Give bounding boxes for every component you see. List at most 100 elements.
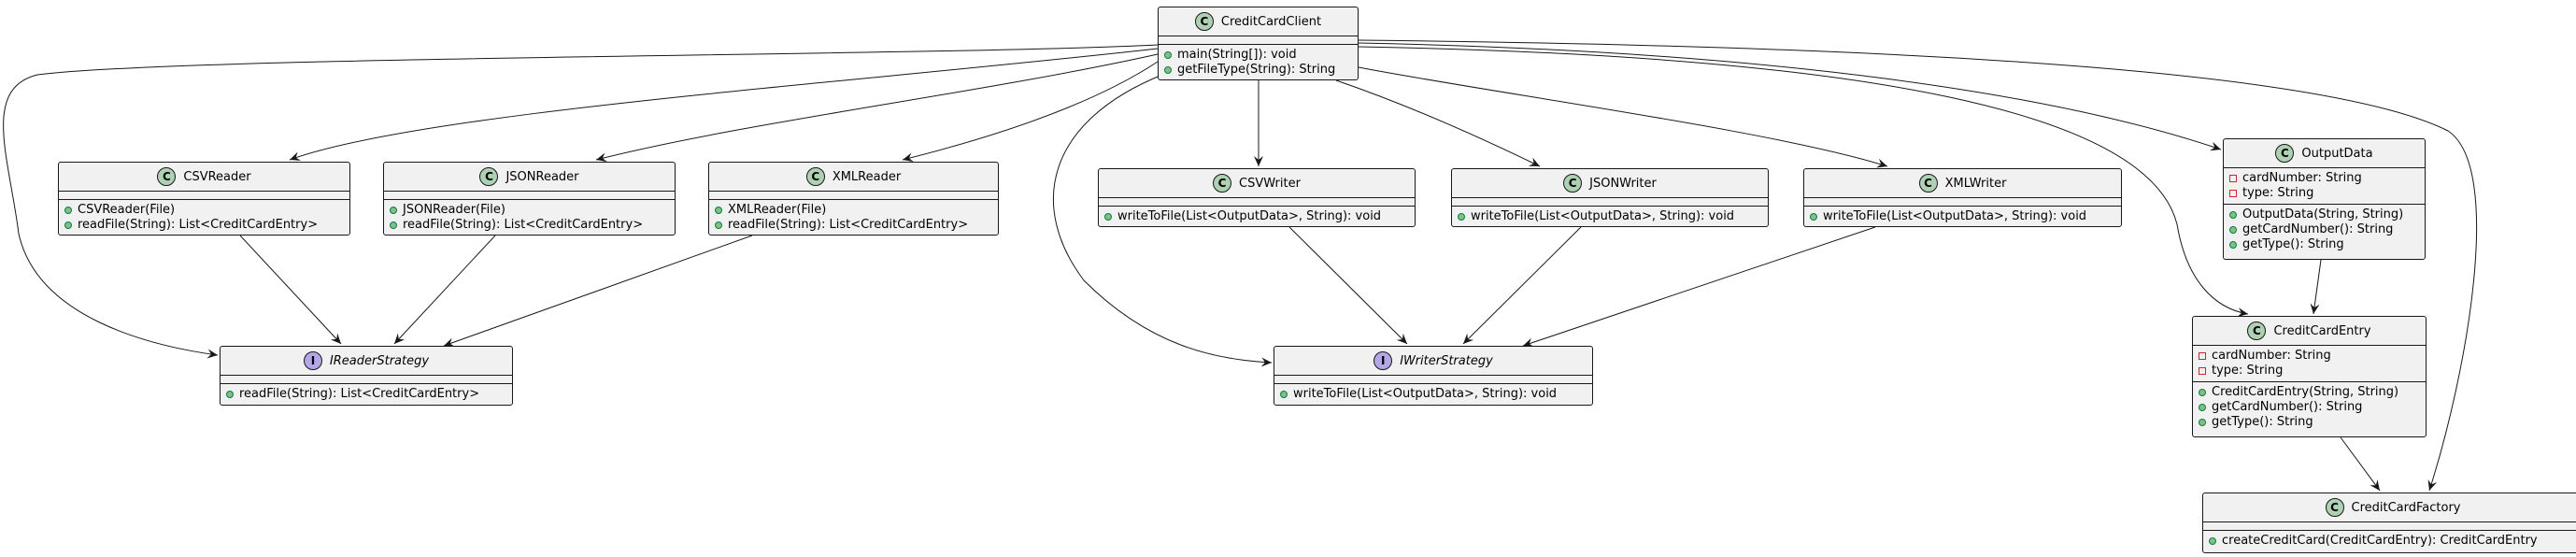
- attributes-section: [2203, 522, 2576, 531]
- method-text: getCardNumber(): String: [2212, 400, 2363, 414]
- method-text: getCardNumber(): String: [2242, 222, 2394, 236]
- method-text: CSVReader(File): [78, 203, 176, 217]
- method-text: writeToFile(List<OutputData>, String): v…: [1823, 209, 2087, 223]
- public-visibility-icon: [2199, 419, 2206, 426]
- class-badge-icon: C: [1563, 174, 1583, 193]
- class-name: JSONReader: [505, 169, 579, 184]
- method-row: getCardNumber(): String: [2193, 400, 2426, 415]
- public-visibility-icon: [1164, 51, 1172, 59]
- public-visibility-icon: [2209, 537, 2216, 545]
- public-visibility-icon: [2199, 404, 2206, 411]
- relation-arrow-creditcardclient-to-creditcardentry: [1358, 46, 2249, 318]
- class-name: CreditCardFactory: [2351, 500, 2461, 515]
- attributes-section: [1159, 36, 1358, 45]
- attribute-text: type: String: [2212, 364, 2284, 378]
- method-text: JSONReader(File): [403, 203, 505, 217]
- class-name: CSVWriter: [1239, 176, 1301, 191]
- private-visibility-icon: [2199, 352, 2206, 360]
- relation-arrow-creditcardclient-to-outputdata: [1358, 66, 1888, 168]
- relation-arrow-creditcardclient-to-csvreader: [3, 44, 1159, 359]
- public-visibility-icon: [1164, 66, 1172, 74]
- class-header: C JSONReader: [384, 163, 675, 192]
- relation-arrow-creditcardclient-to-csvwriter: [902, 61, 1159, 163]
- methods-section: XMLReader(File)readFile(String): List<Cr…: [709, 200, 998, 236]
- method-text: XMLReader(File): [728, 203, 827, 217]
- public-visibility-icon: [1104, 213, 1112, 221]
- class-xmlwriter[interactable]: C XMLWriter writeToFile(List<OutputData>, …: [1803, 168, 2122, 227]
- attributes-section: [1804, 198, 2121, 207]
- public-visibility-icon: [1458, 213, 1465, 221]
- methods-section: CreditCardEntry(String, String)getCardNu…: [2193, 382, 2426, 433]
- public-visibility-icon: [2229, 241, 2237, 249]
- class-badge-icon: C: [805, 167, 825, 186]
- public-visibility-icon: [390, 221, 397, 229]
- attribute-text: cardNumber: String: [2212, 349, 2331, 363]
- methods-section: OutputData(String, String)getCardNumber(…: [2224, 205, 2425, 255]
- method-row: readFile(String): List<CreditCardEntry>: [709, 218, 998, 233]
- class-name: IWriterStrategy: [1400, 353, 1493, 368]
- relation-arrow-outputdata-to-creditcardentry: [2310, 259, 2322, 315]
- relation-arrow-creditcardclient-to-xmlwriter: [1335, 79, 1541, 167]
- method-row: writeToFile(List<OutputData>, String): v…: [1452, 209, 1768, 224]
- class-name: XMLReader: [832, 169, 902, 184]
- interface-badge-icon: I: [303, 351, 322, 370]
- method-row: readFile(String): List<CreditCardEntry>: [384, 218, 675, 233]
- public-visibility-icon: [2229, 211, 2237, 219]
- method-row: getType(): String: [2224, 237, 2425, 252]
- method-row: readFile(String): List<CreditCardEntry>: [59, 218, 349, 233]
- relation-arrow-xmlwriter-to-iwriterstrategy: [1522, 226, 1876, 348]
- methods-section: CSVReader(File)readFile(String): List<Cr…: [59, 200, 349, 236]
- private-visibility-icon: [2199, 367, 2206, 375]
- public-visibility-icon: [1810, 213, 1817, 221]
- attributes-section: [221, 376, 512, 384]
- public-visibility-icon: [1280, 391, 1288, 398]
- methods-section: JSONReader(File)readFile(String): List<C…: [384, 200, 675, 236]
- attribute-text: cardNumber: String: [2242, 171, 2362, 185]
- method-text: readFile(String): List<CreditCardEntry>: [239, 387, 480, 401]
- relation-arrow-creditcardentry-to-creditcardfactory: [2340, 436, 2381, 492]
- public-visibility-icon: [2229, 226, 2237, 234]
- class-name: XMLWriter: [1944, 176, 2007, 191]
- methods-section: readFile(String): List<CreditCardEntry>: [221, 384, 512, 405]
- relation-arrow-creditcardclient-to-jsonreader: [289, 48, 1159, 161]
- class-badge-icon: C: [1918, 174, 1938, 193]
- private-visibility-icon: [2229, 190, 2237, 197]
- method-row: getFileType(String): String: [1159, 63, 1358, 78]
- methods-section: writeToFile(List<OutputData>, String): v…: [1274, 384, 1592, 405]
- interface-badge-icon: I: [1373, 351, 1393, 370]
- attributes-section: [59, 192, 349, 200]
- public-visibility-icon: [226, 391, 234, 398]
- relation-arrow-creditcardclient-to-xmlreader: [595, 53, 1159, 163]
- class-name: CSVReader: [183, 169, 251, 184]
- method-text: OutputData(String, String): [2242, 207, 2404, 221]
- class-badge-icon: C: [479, 167, 499, 186]
- method-row: getType(): String: [2193, 415, 2426, 430]
- class-name: OutputData: [2301, 146, 2373, 161]
- attribute-row: cardNumber: String: [2193, 349, 2426, 364]
- interface-iwriterstrategy[interactable]: I IWriterStrategy writeToFile(List<OutputD…: [1274, 346, 1593, 406]
- relation-arrow-creditcardclient-to-iwriterstrategy: [1052, 74, 1273, 367]
- method-row: writeToFile(List<OutputData>, String): v…: [1274, 387, 1592, 402]
- attributes-section: [1274, 376, 1592, 384]
- relation-arrow-csvwriter-to-iwriterstrategy: [1288, 226, 1408, 345]
- class-badge-icon: C: [1194, 12, 1214, 31]
- method-text: CreditCardEntry(String, String): [2212, 385, 2399, 399]
- public-visibility-icon: [715, 221, 722, 229]
- method-text: readFile(String): List<CreditCardEntry>: [78, 218, 319, 232]
